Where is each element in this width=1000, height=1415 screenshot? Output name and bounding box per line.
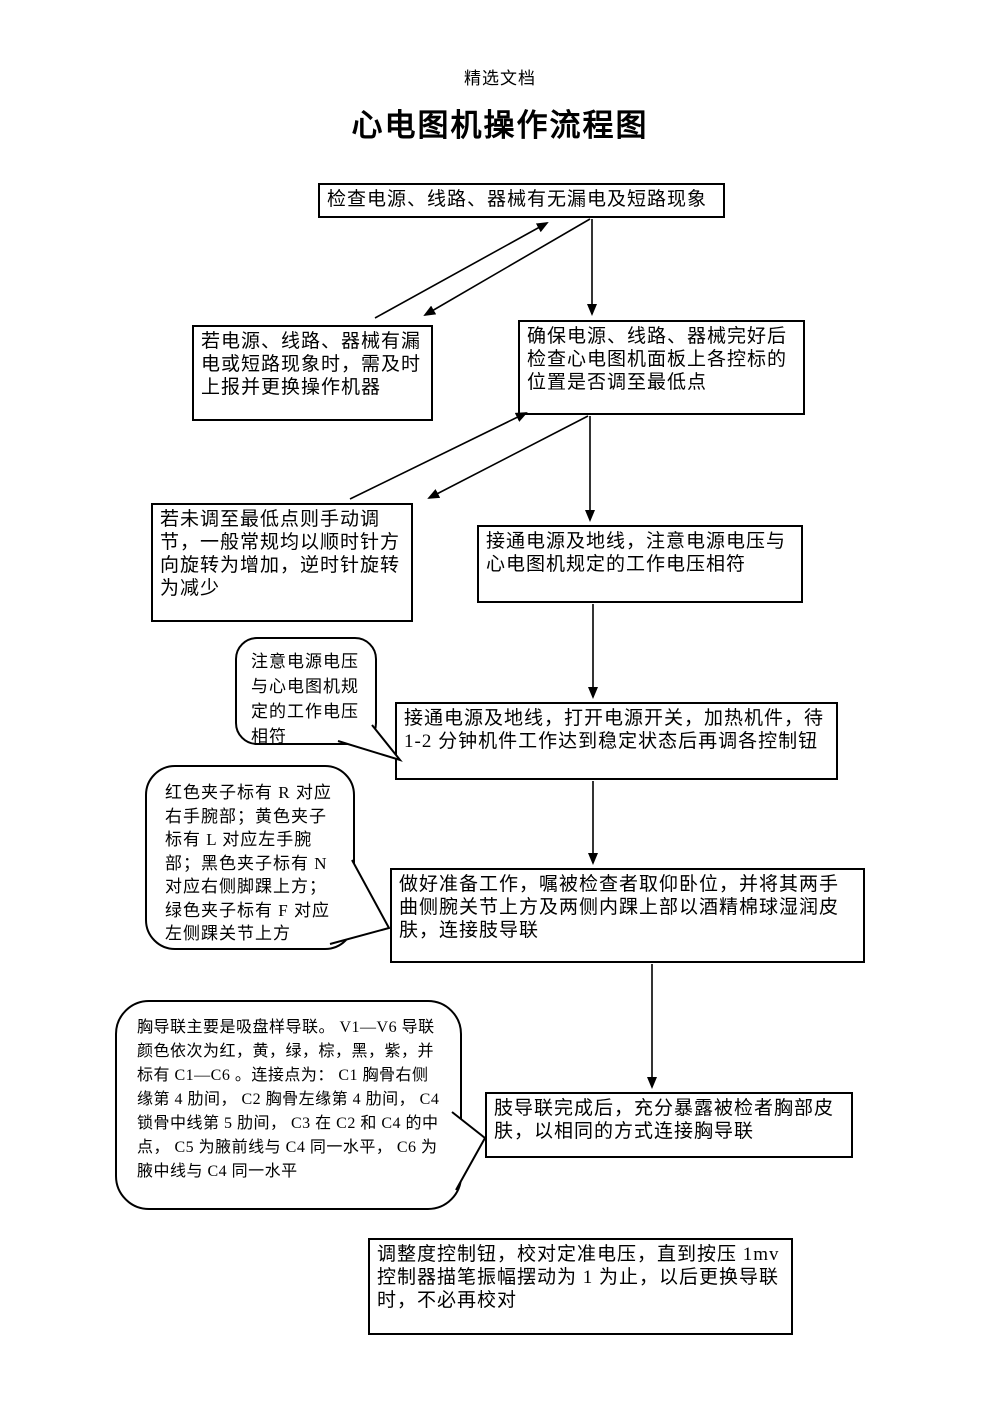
- flow-box-text: 检查电源、线路、器械有无漏电及短路现象: [327, 189, 708, 210]
- flow-box-text: 若未调至最低点则手动调节，一般常规均以顺时针方向旋转为增加，逆时针旋转为减少: [160, 509, 401, 599]
- flow-box-check-power: 检查电源、线路、器械有无漏电及短路现象: [318, 183, 725, 218]
- flow-box-power-on-warmup: 接通电源及地线，打开电源开关，加热机件，待 1-2 分钟机件工作达到稳定状态后再…: [395, 702, 838, 780]
- flow-box-manual-adjust: 若未调至最低点则手动调节，一般常规均以顺时针方向旋转为增加，逆时针旋转为减少: [151, 503, 413, 622]
- arrow-report-to-check: [374, 222, 549, 319]
- flow-box-text: 做好准备工作，嘱被检查者取仰卧位，并将其两手曲侧腕关节上方及两侧内踝上部以酒精棉…: [399, 874, 840, 941]
- callout-voltage-note: 注意电源电压与心电图机规定的工作电压相符: [235, 637, 377, 745]
- flow-box-text: 若电源、线路、器械有漏电或短路现象时，需及时上报并更换操作机器: [201, 331, 422, 398]
- arrow-ensure-to-adjust: [427, 415, 589, 499]
- callout-chest-lead-note: 胸导联主要是吸盘样导联。 V1—V6 导联颜色依次为红，黄，绿，棕，黑，紫，并标…: [115, 1000, 462, 1210]
- flow-box-prepare-patient: 做好准备工作，嘱被检查者取仰卧位，并将其两手曲侧腕关节上方及两侧内踝上部以酒精棉…: [390, 868, 865, 963]
- flow-box-text: 确保电源、线路、器械完好后检查心电图机面板上各控标的位置是否调至最低点: [527, 326, 788, 393]
- flow-box-ensure-intact: 确保电源、线路、器械完好后检查心电图机面板上各控标的位置是否调至最低点: [518, 320, 805, 415]
- flow-box-chest-leads: 肢导联完成后，充分暴露被检者胸部皮肤，以相同的方式连接胸导联: [485, 1092, 853, 1158]
- flow-box-connect-ground: 接通电源及地线，注意电源电压与心电图机规定的工作电压相符: [477, 525, 803, 603]
- callout-text: 红色夹子标有 R 对应右手腕部；黄色夹子标有 L 对应左手腕部；黑色夹子标有 N…: [165, 783, 332, 943]
- flow-box-text: 调整度控制钮，校对定准电压，直到按压 1mv 控制器描笔振幅摆动为 1 为止，以…: [377, 1244, 780, 1311]
- arrow-check-to-report: [423, 218, 591, 317]
- callout-text: 注意电源电压与心电图机规定的工作电压相符: [251, 652, 359, 745]
- flow-box-calibrate: 调整度控制钮，校对定准电压，直到按压 1mv 控制器描笔振幅摆动为 1 为止，以…: [368, 1238, 793, 1335]
- callout-text: 胸导联主要是吸盘样导联。 V1—V6 导联颜色依次为红，黄，绿，棕，黑，紫，并标…: [137, 1019, 440, 1180]
- flow-box-text: 接通电源及地线，打开电源开关，加热机件，待 1-2 分钟机件工作达到稳定状态后再…: [404, 708, 825, 752]
- flow-box-text: 接通电源及地线，注意电源电压与心电图机规定的工作电压相符: [486, 531, 787, 575]
- flow-box-text: 肢导联完成后，充分暴露被检者胸部皮肤，以相同的方式连接胸导联: [494, 1098, 835, 1142]
- callout-limb-clips-note: 红色夹子标有 R 对应右手腕部；黄色夹子标有 L 对应左手腕部；黑色夹子标有 N…: [145, 765, 355, 950]
- page-title: 心电图机操作流程图: [351, 108, 649, 143]
- flow-box-report-replace: 若电源、线路、器械有漏电或短路现象时，需及时上报并更换操作机器: [192, 325, 433, 421]
- arrow-adjust-to-ensure: [349, 412, 528, 500]
- doc-header: 精选文档: [464, 69, 536, 88]
